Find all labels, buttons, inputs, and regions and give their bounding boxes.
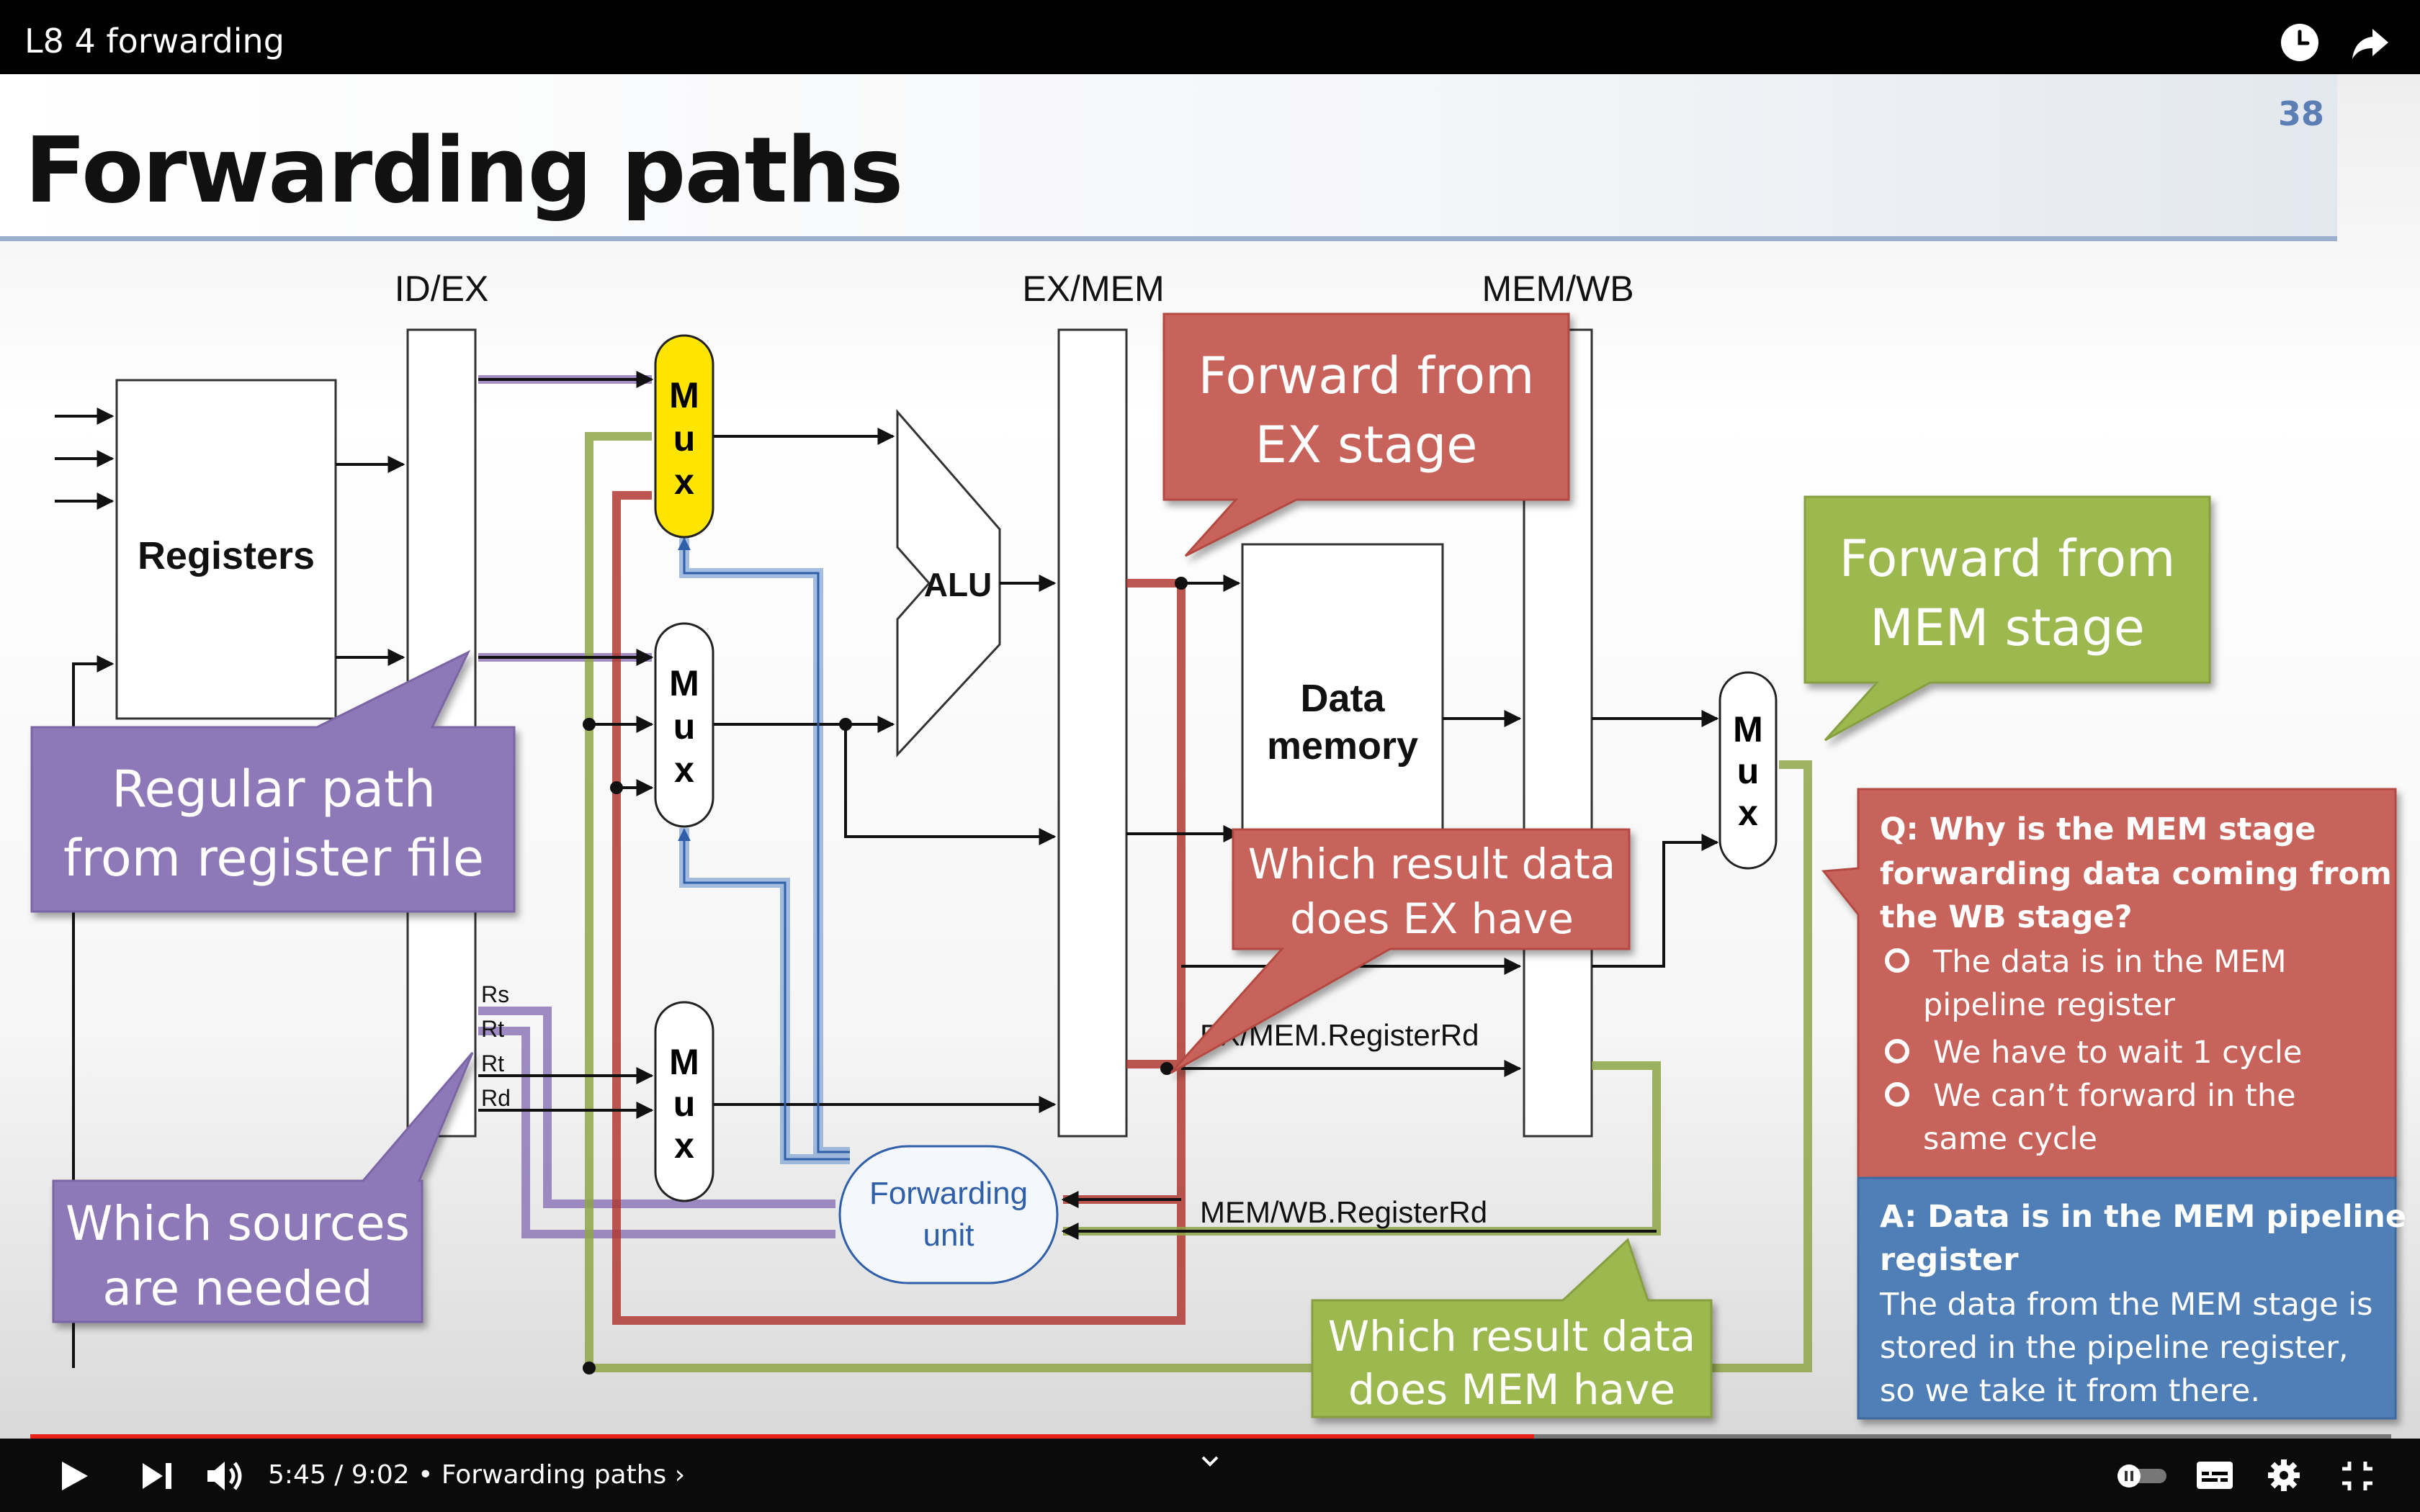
slide: Forwarding paths 38 ID/EX EX/MEM MEM/WB … [0, 74, 2420, 1439]
rt-label-1: Rt [481, 1016, 504, 1042]
datapath-wires [55, 371, 1719, 1368]
answer-body-line-1: The data from the MEM stage is [1879, 1287, 2373, 1323]
ex-mem-register [1057, 328, 1128, 1138]
callout-which-ex-line-1: Which result data [1248, 840, 1615, 888]
option-1-line-1: The data is in the MEM [1932, 944, 2287, 980]
mux-a-letter-m: M [669, 375, 699, 415]
mux-a-yellow [654, 334, 714, 539]
option-1-line-2: pipeline register [1923, 987, 2175, 1023]
answer-body-line-3: so we take it from there. [1880, 1373, 2260, 1409]
forwarding-unit-label-2: unit [923, 1218, 974, 1253]
id-ex-label: ID/EX [395, 269, 489, 309]
rs-label: Rs [481, 981, 509, 1007]
registers-label: Registers [138, 534, 315, 577]
answer-line-2: register [1880, 1242, 2019, 1278]
exit-fullscreen-icon[interactable] [2339, 1459, 2375, 1493]
callout-forward-ex [1162, 312, 1570, 557]
mem-wb-registerrd-label: MEM/WB.RegisterRd [1200, 1195, 1487, 1229]
video-title: L8 4 forwarding [24, 22, 284, 60]
rt-label-2: Rt [481, 1050, 504, 1076]
option-3-radio [1885, 1082, 1909, 1107]
mux-d-letter-m: M [1733, 709, 1763, 750]
registers-block [115, 379, 337, 720]
mux-c [654, 1001, 714, 1202]
slide-number: 38 [2277, 94, 2324, 133]
callout-forward-mem [1803, 495, 2211, 742]
captions-icon[interactable] [2195, 1460, 2234, 1490]
mux-b-letter-u: u [673, 706, 696, 747]
time-display[interactable]: 5:45 / 9:02 • Forwarding paths › [268, 1460, 686, 1490]
option-2-radio [1885, 1039, 1909, 1063]
question-line-2: forwarding data coming from [1880, 856, 2392, 892]
settings-icon[interactable] [2266, 1457, 2302, 1493]
blue-wires [678, 537, 850, 1161]
forwarding-unit-label-1: Forwarding [869, 1176, 1028, 1211]
mux-a-letter-u: u [673, 418, 696, 459]
callout-which-sources [52, 1052, 474, 1323]
alu-label: ALU [924, 566, 992, 603]
callout-which-ex [1170, 828, 1631, 1074]
callout-which-sources-line-1: Which sources [66, 1196, 410, 1251]
autoplay-toggle-icon[interactable] [2113, 1460, 2171, 1490]
callout-regular-path-line-2: from register file [63, 829, 484, 888]
mux-c-letter-u: u [673, 1084, 696, 1124]
slide-title: Forwarding paths [24, 117, 904, 223]
answer-box [1857, 1176, 2397, 1420]
option-3-line-2: same cycle [1923, 1121, 2097, 1157]
question-line-3: the WB stage? [1880, 899, 2133, 935]
mux-d-letter-x: x [1738, 793, 1758, 833]
data-memory-label-2: memory [1267, 724, 1418, 768]
question-box [1821, 788, 2397, 1179]
mux-b-letter-m: M [669, 663, 699, 703]
data-memory-label-1: Data [1300, 677, 1385, 720]
chevron-down-icon[interactable] [1198, 1453, 1222, 1470]
junction-dots [583, 577, 1188, 1374]
callout-forward-ex-line-2: EX stage [1255, 415, 1478, 474]
rd-label: Rd [481, 1085, 511, 1111]
callout-which-mem [1311, 1238, 1713, 1418]
mux-d-letter-u: u [1737, 751, 1760, 791]
next-icon[interactable] [138, 1459, 176, 1493]
video-title-bar: L8 4 forwarding [0, 0, 2420, 74]
mux-b-letter-x: x [674, 750, 694, 790]
play-icon[interactable] [55, 1457, 92, 1495]
player-controls: 5:45 / 9:02 • Forwarding paths › [0, 1439, 2420, 1512]
mem-wb-label: MEM/WB [1482, 269, 1634, 309]
callout-regular-path [30, 649, 516, 913]
mux-c-letter-x: x [674, 1125, 694, 1166]
callout-regular-path-line-1: Regular path [112, 760, 436, 819]
callout-which-sources-line-2: are needed [102, 1261, 372, 1316]
callout-forward-mem-line-2: MEM stage [1870, 598, 2145, 657]
callout-which-mem-line-2: does MEM have [1348, 1365, 1675, 1414]
option-3-line-1: We can’t forward in the [1933, 1078, 2296, 1114]
volume-icon[interactable] [205, 1457, 245, 1495]
option-1-radio [1885, 948, 1909, 973]
mux-a-letter-x: x [674, 462, 694, 502]
share-icon[interactable] [2348, 20, 2393, 65]
mux-c-letter-m: M [669, 1042, 699, 1082]
option-2-line-1: We have to wait 1 cycle [1933, 1035, 2302, 1071]
answer-body-line-2: stored in the pipeline register, [1880, 1330, 2349, 1366]
ex-mem-label: EX/MEM [1022, 269, 1164, 309]
callout-which-mem-line-1: Which result data [1328, 1312, 1695, 1361]
callout-which-ex-line-2: does EX have [1290, 894, 1574, 943]
alu-shape [896, 408, 1001, 757]
progress-bar-played [30, 1434, 1534, 1439]
callout-forward-mem-line-1: Forward from [1839, 529, 2176, 588]
forwarding-unit [838, 1145, 1059, 1284]
slide-header: Forwarding paths 38 [0, 74, 2337, 241]
mux-b [654, 622, 714, 828]
callout-forward-ex-line-1: Forward from [1198, 346, 1535, 405]
data-memory-block [1241, 543, 1444, 848]
answer-line-1: A: Data is in the MEM pipeline [1880, 1199, 2406, 1235]
clock-icon[interactable] [2277, 20, 2322, 65]
question-line-1: Q: Why is the MEM stage [1880, 811, 2316, 847]
mux-d [1718, 671, 1778, 870]
datapath-diagram: ID/EX EX/MEM MEM/WB Registers Data memor… [30, 269, 2406, 1420]
